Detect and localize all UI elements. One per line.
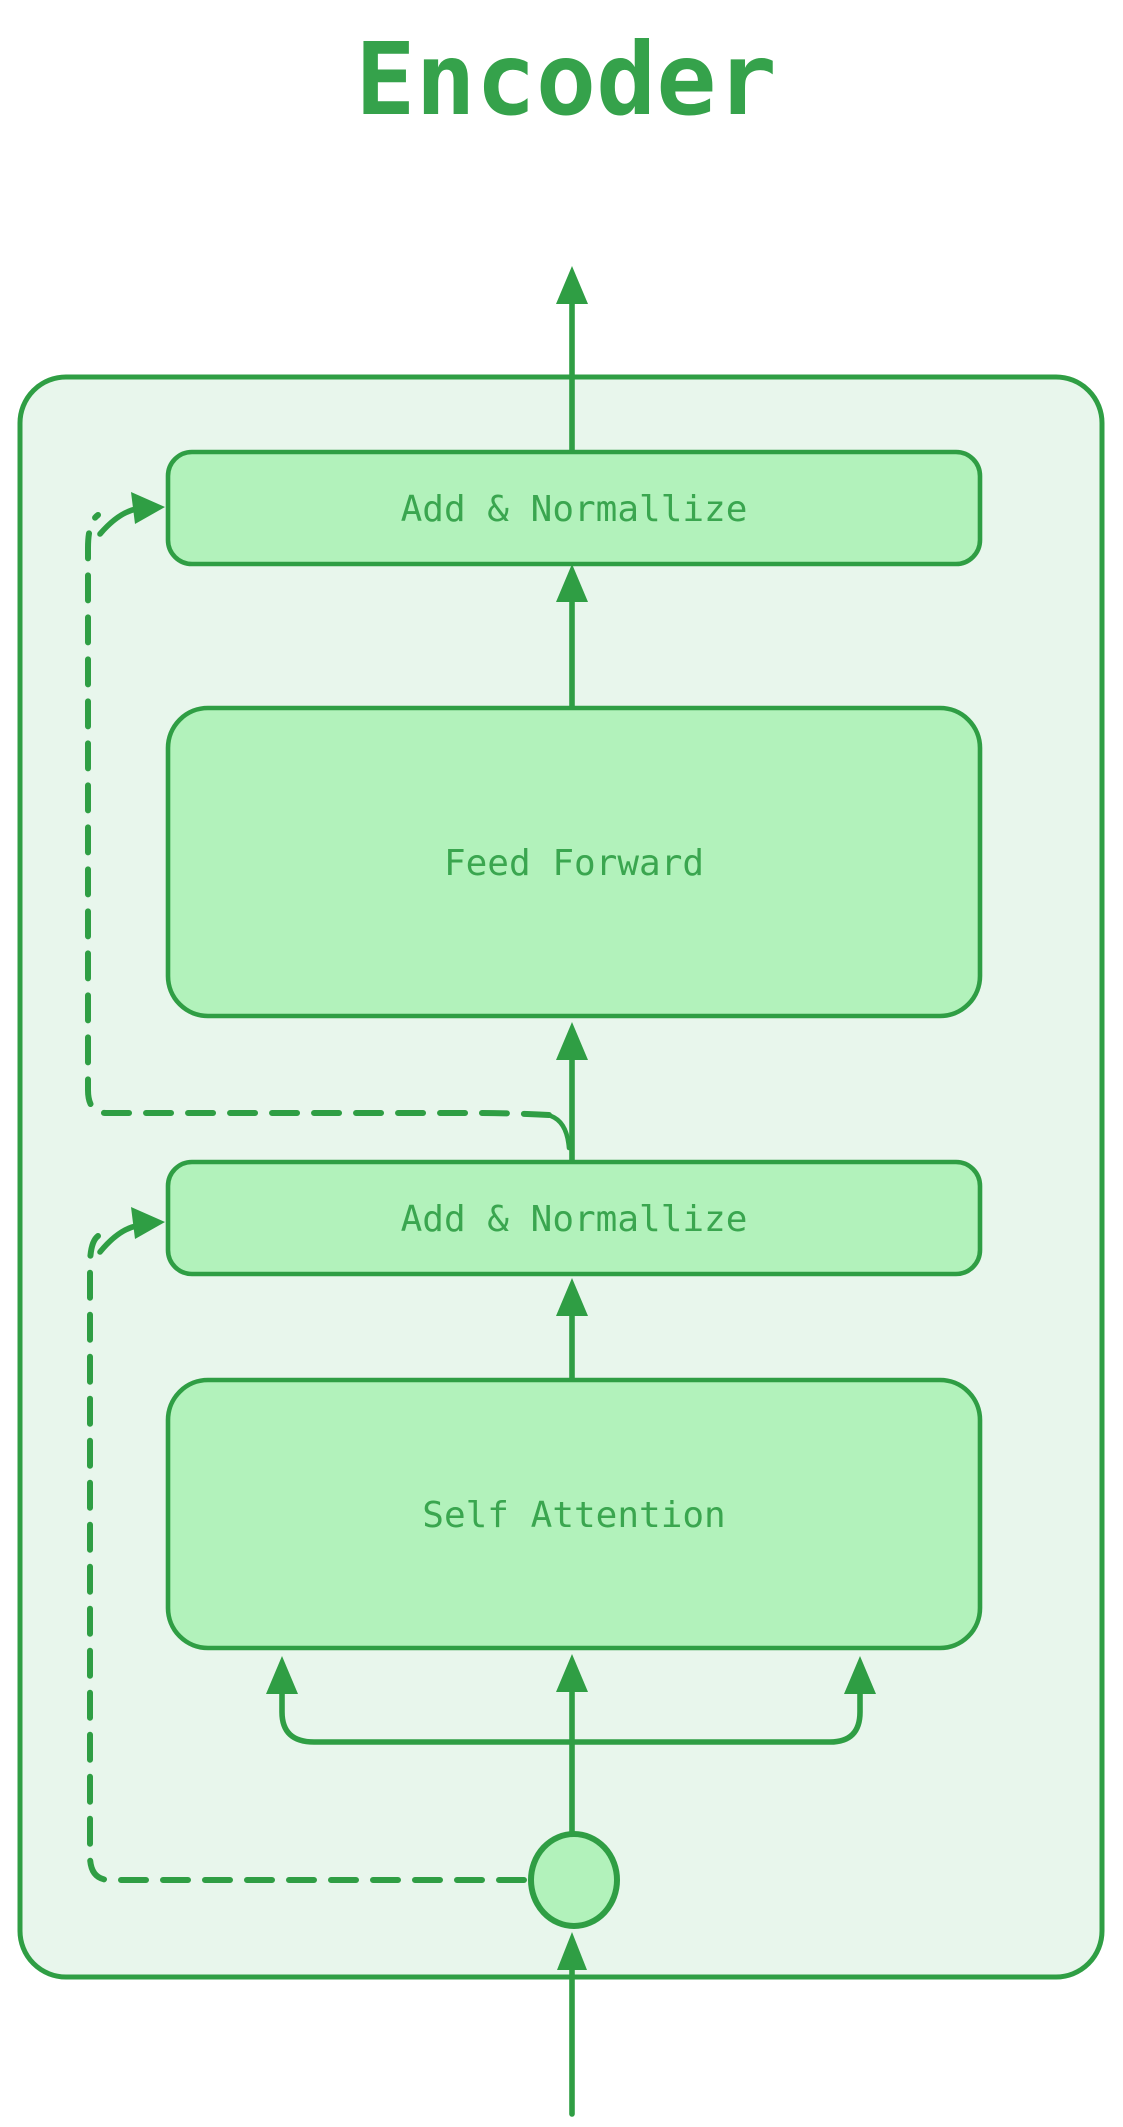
add-normalize-top-label: Add & Normallize [401, 489, 748, 530]
residual-dashed-upper [85, 492, 552, 1118]
feed-forward-label: Feed Forward [444, 843, 704, 884]
arrow-sa-to-addnorm-head [556, 1278, 588, 1316]
self-attention-label: Self Attention [422, 1495, 725, 1536]
node-add-normalize-top: Add & Normallize [165, 449, 983, 567]
arrow-input [557, 1932, 587, 2117]
self-attention-box [165, 1377, 983, 1651]
residual-upper-arrow-tail [97, 506, 139, 537]
feed-forward-box [165, 705, 983, 1019]
arrow-input-head [557, 1932, 587, 1970]
add-normalize-mid-box [165, 1159, 983, 1277]
branch-center-head [556, 1654, 588, 1692]
add-normalize-mid-label: Add & Normallize [401, 1199, 748, 1240]
arrow-ff-to-addnorm-head [556, 564, 588, 602]
residual-upper-junction-hook [548, 1113, 572, 1151]
node-feed-forward: Feed Forward [165, 705, 983, 1019]
node-self-attention: Self Attention [165, 1377, 983, 1651]
residual-upper-arrow-head [131, 492, 165, 524]
arrow-output [556, 266, 588, 455]
diagram-title: Encoder [355, 21, 776, 138]
node-add-normalize-mid: Add & Normallize [165, 1159, 983, 1277]
residual-dashed-lower [87, 1207, 527, 1883]
arrow-sa-to-addnorm [556, 1278, 588, 1383]
residual-lower-path [87, 1233, 527, 1883]
arrow-output-head [556, 266, 588, 304]
branch-right-head [844, 1656, 876, 1694]
arrow-addnorm-to-ff [548, 1022, 588, 1163]
input-junction-circle [528, 1831, 620, 1929]
add-normalize-top-box [165, 449, 983, 567]
arrow-ff-to-addnorm [556, 564, 588, 711]
branch-left-head [266, 1656, 298, 1694]
arrow-input-branch [266, 1654, 876, 1839]
arrow-addnorm-to-ff-head [556, 1022, 588, 1060]
residual-lower-arrow-tail [97, 1223, 139, 1255]
residual-lower-arrow-head [131, 1207, 165, 1239]
